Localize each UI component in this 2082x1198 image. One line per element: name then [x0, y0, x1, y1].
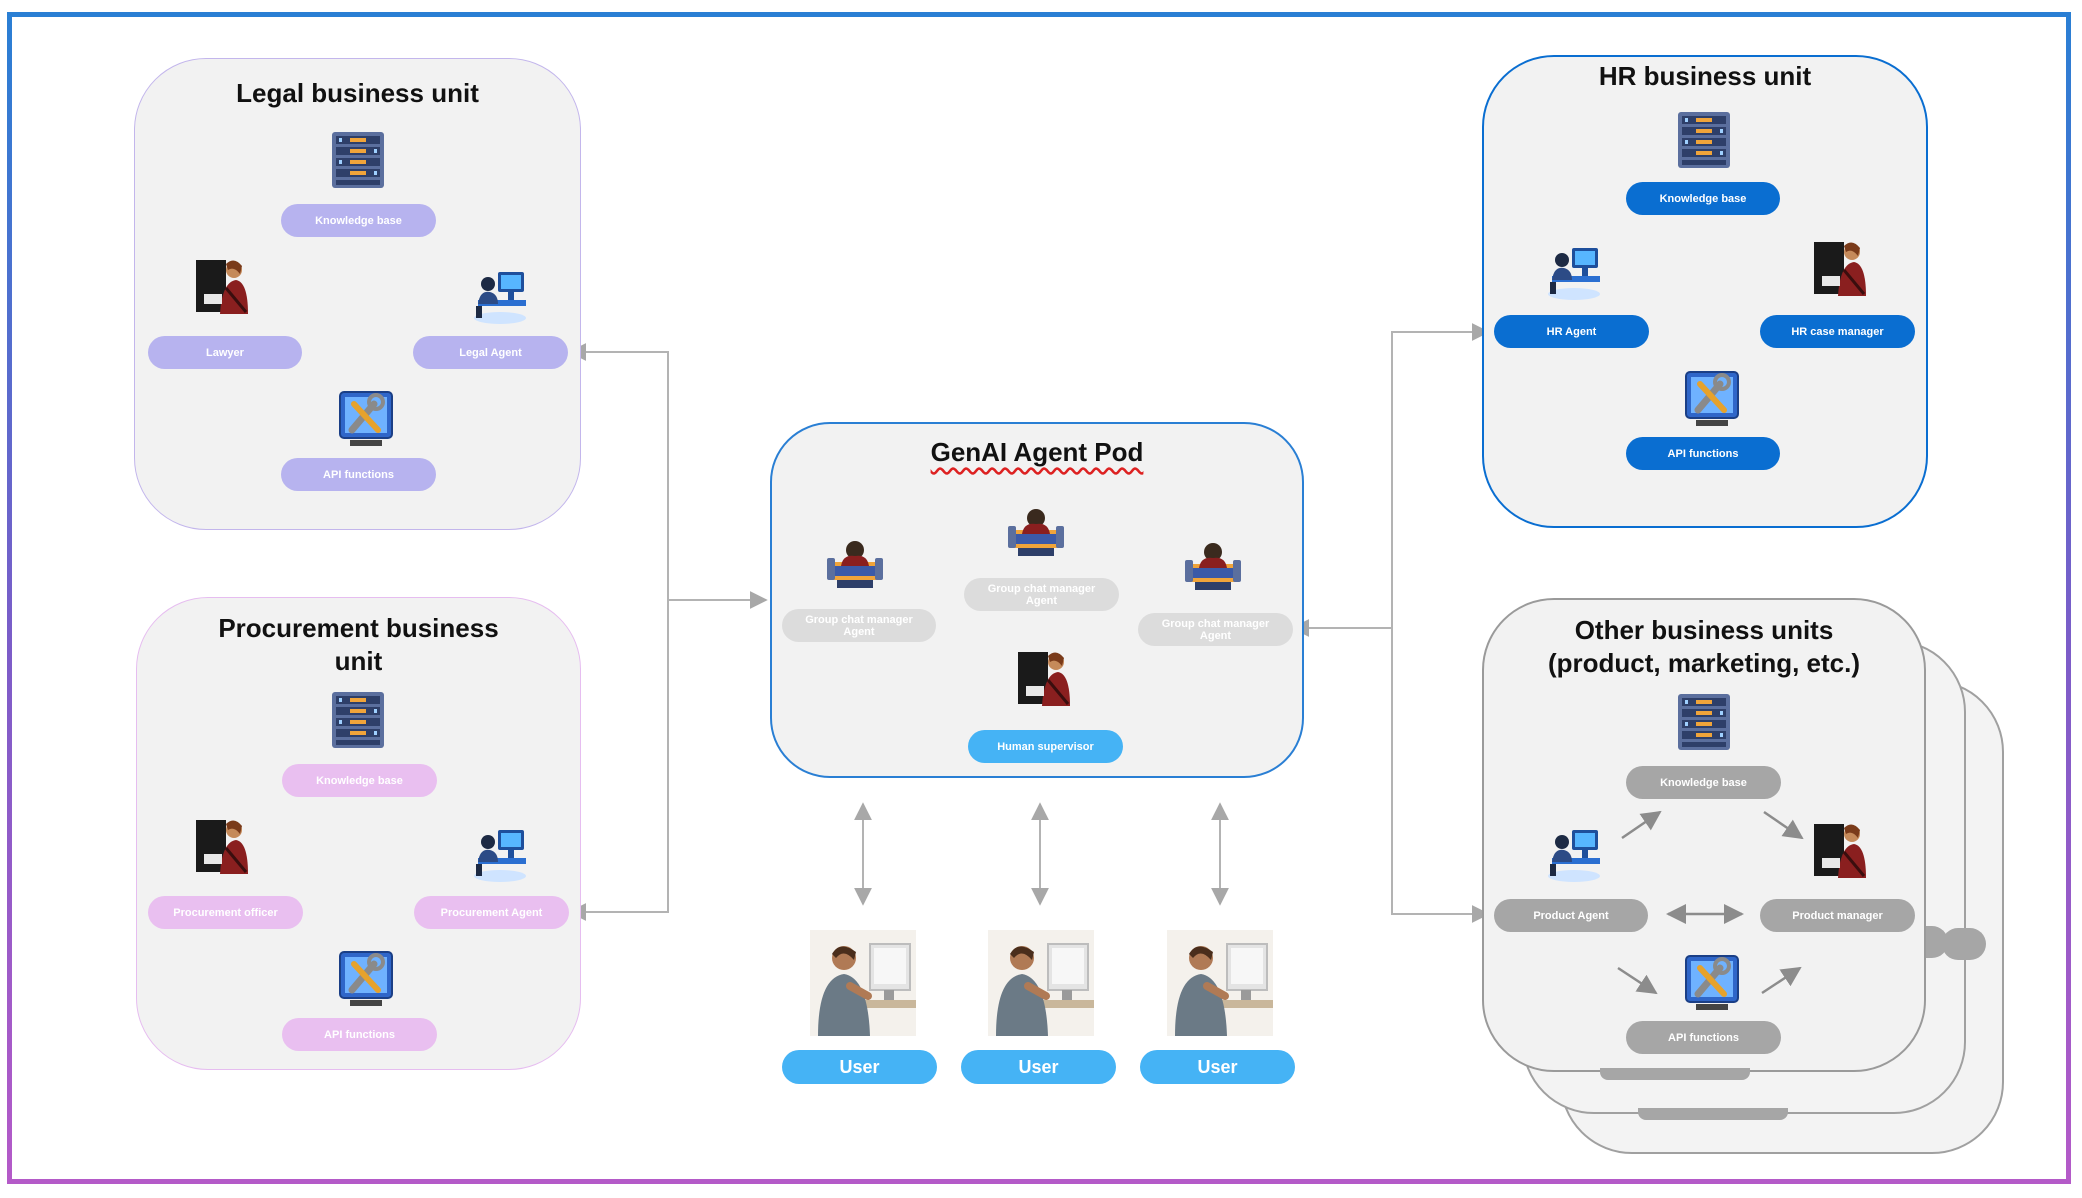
hr-case-manager-node[interactable]: HR case manager — [1760, 315, 1915, 348]
user-2-button[interactable]: User — [961, 1050, 1116, 1084]
pod-agent-icon — [1181, 534, 1245, 598]
user-photo-icon — [810, 930, 916, 1036]
genai-agent-pod: GenAI Agent Pod — [770, 422, 1304, 778]
other-api-functions[interactable]: API functions — [1626, 1021, 1781, 1054]
api-tools-icon — [334, 946, 398, 1010]
procurement-knowledge-base[interactable]: Knowledge base — [282, 764, 437, 797]
pod-agent-left[interactable]: Group chat manager Agent — [782, 609, 936, 642]
api-tools-icon — [1680, 366, 1744, 430]
stack-bottom-pill — [1600, 1068, 1750, 1080]
person-icon — [1808, 236, 1872, 300]
person-icon — [190, 814, 254, 878]
procurement-agent-node[interactable]: Procurement Agent — [414, 896, 569, 929]
person-icon — [190, 254, 254, 318]
pod-agent-icon — [1004, 500, 1068, 564]
procurement-to-pod-connector — [568, 600, 669, 921]
server-rack-icon — [1672, 690, 1736, 754]
user-3-button[interactable]: User — [1140, 1050, 1295, 1084]
product-manager-node[interactable]: Product manager — [1760, 899, 1915, 932]
agent-workstation-icon — [468, 262, 532, 326]
user-photo-icon — [1167, 930, 1273, 1036]
person-icon — [1808, 818, 1872, 882]
other-knowledge-base[interactable]: Knowledge base — [1626, 766, 1781, 799]
api-tools-icon — [334, 386, 398, 450]
hr-api-functions[interactable]: API functions — [1626, 437, 1780, 470]
hr-unit-title: HR business unit — [1598, 61, 1812, 91]
stack-back-pill — [1942, 928, 1986, 960]
pod-agent-middle[interactable]: Group chat manager Agent — [964, 578, 1119, 611]
procurement-officer-node[interactable]: Procurement officer — [148, 896, 303, 929]
other-unit-title: Other business units (product, marketing… — [1547, 615, 1861, 678]
server-rack-icon — [1672, 108, 1736, 172]
pod-agent-right[interactable]: Group chat manager Agent — [1138, 613, 1293, 646]
legal-agent-node[interactable]: Legal Agent — [413, 336, 568, 369]
pod-agent-icon — [823, 532, 887, 596]
api-tools-icon — [1680, 950, 1744, 1014]
agent-workstation-icon — [1542, 820, 1606, 884]
stack-bottom-pill — [1638, 1108, 1788, 1120]
legal-api-functions[interactable]: API functions — [281, 458, 436, 491]
server-rack-icon — [326, 128, 390, 192]
person-icon — [1012, 646, 1076, 710]
legal-unit-title: Legal business unit — [236, 78, 479, 108]
agent-workstation-icon — [1542, 238, 1606, 302]
server-rack-icon — [326, 688, 390, 752]
legal-knowledge-base[interactable]: Knowledge base — [281, 204, 436, 237]
human-supervisor-node[interactable]: Human supervisor — [968, 730, 1123, 763]
procurement-unit-title: Procurement business unit — [218, 613, 499, 676]
agent-workstation-icon — [468, 820, 532, 884]
product-agent-node[interactable]: Product Agent — [1494, 899, 1648, 932]
user-1-button[interactable]: User — [782, 1050, 937, 1084]
lawyer-node[interactable]: Lawyer — [148, 336, 302, 369]
pod-to-hr-connector — [1291, 323, 1490, 637]
hr-agent-node[interactable]: HR Agent — [1494, 315, 1649, 348]
pod-to-other-connector — [1391, 628, 1490, 923]
hr-knowledge-base[interactable]: Knowledge base — [1626, 182, 1780, 215]
procurement-api-functions[interactable]: API functions — [282, 1018, 437, 1051]
pod-title: GenAI Agent Pod — [930, 437, 1144, 467]
user-photo-icon — [988, 930, 1094, 1036]
legal-to-pod-connector — [568, 343, 768, 609]
